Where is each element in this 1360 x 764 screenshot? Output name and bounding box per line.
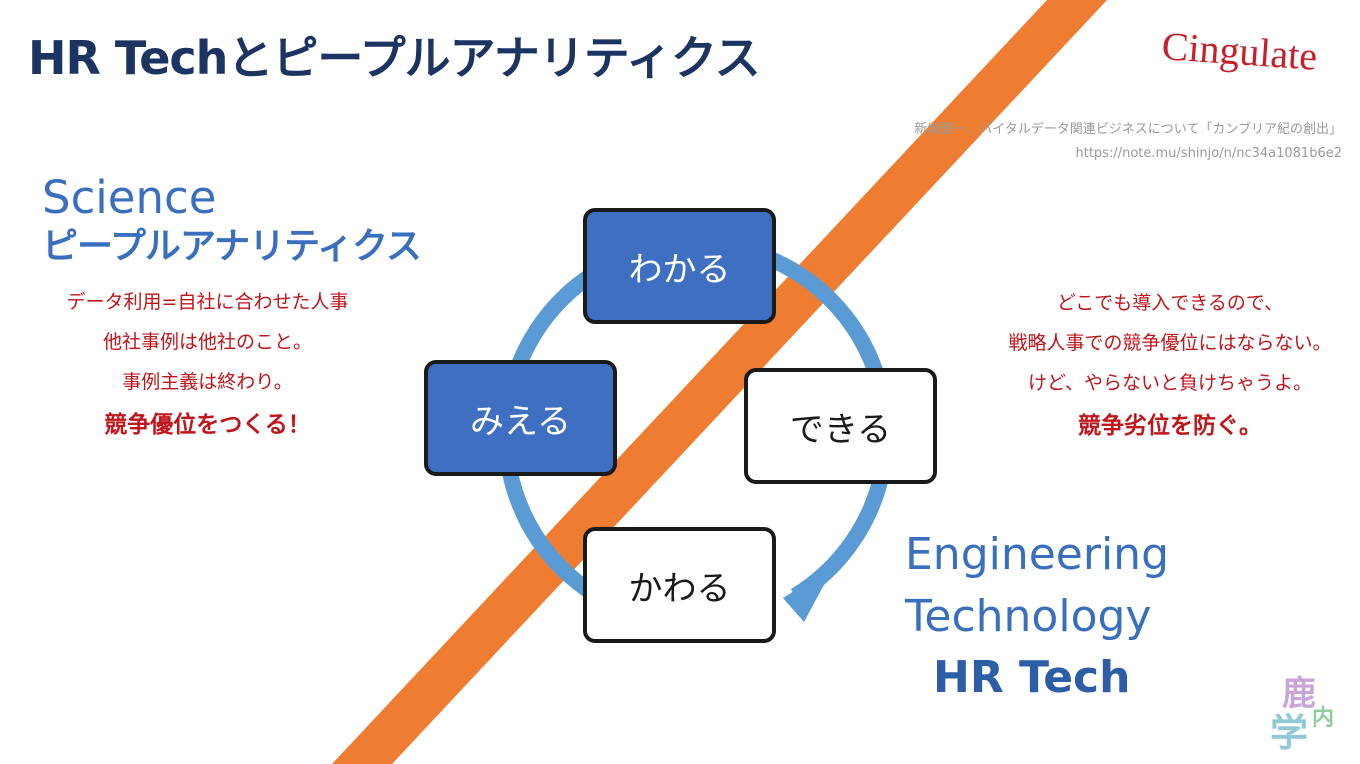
source-citation: 新城健一、バイタルデータ関連ビジネスについて「カンブリア紀の創出」 https:… [914,118,1342,166]
cycle-node-wakaru: わかる [583,208,776,324]
engineering-note-line: けど、やらないと負けちゃうよ。 [1027,372,1313,394]
science-note-line: データ利用=自社に合わせた人事 [66,291,349,313]
science-heading-en: Science [42,171,217,224]
science-notes: データ利用=自社に合わせた人事 他社事例は他社のこと。 事例主義は終わり。 競争… [30,282,385,448]
cycle-node-dekiru: できる [744,368,937,484]
source-url: https://note.mu/shinjo/n/nc34a1081b6e2 [1075,146,1343,161]
engineering-heading-hrtech: HR Tech [933,652,1131,703]
engineering-emphasis: 競争劣位を防ぐ。 [1078,413,1262,439]
orange-diagonal-stripe [332,0,1107,764]
badge-top-char: 鹿 [1282,674,1316,714]
cycle-node-mieru: みえる [424,360,617,476]
source-citation-text: 新城健一、バイタルデータ関連ビジネスについて「カンブリア紀の創出」 [914,122,1342,137]
arrowhead-icon [783,566,834,622]
engineering-notes: どこでも導入できるので、 戦略人事での競争優位にはならない。 けど、やらないと負… [975,283,1360,449]
engineering-heading-line1: Engineering [905,529,1169,580]
science-note-line: 事例主義は終わり。 [122,371,293,393]
university-badge-logo: 鹿 学 内 [1270,666,1348,755]
science-heading-jp: ピープルアナリティクス [42,226,422,267]
cycle-node-kawaru: かわる [583,527,776,643]
science-heading: Science ピープルアナリティクス [42,171,422,271]
science-note-line: 他社事例は他社のこと。 [102,331,312,353]
engineering-heading: Engineering Technology HR Tech [905,524,1169,708]
science-emphasis: 競争優位をつくる！ [104,412,311,438]
engineering-note-line: どこでも導入できるので、 [1056,292,1284,314]
engineering-note-line: 戦略人事での競争優位にはならない。 [1008,332,1332,354]
badge-right-char: 内 [1312,706,1335,731]
badge-left-char: 学 [1270,711,1309,755]
page-title: HR Techとピープルアナリティクス [28,31,761,85]
engineering-heading-line2: Technology [905,591,1152,642]
